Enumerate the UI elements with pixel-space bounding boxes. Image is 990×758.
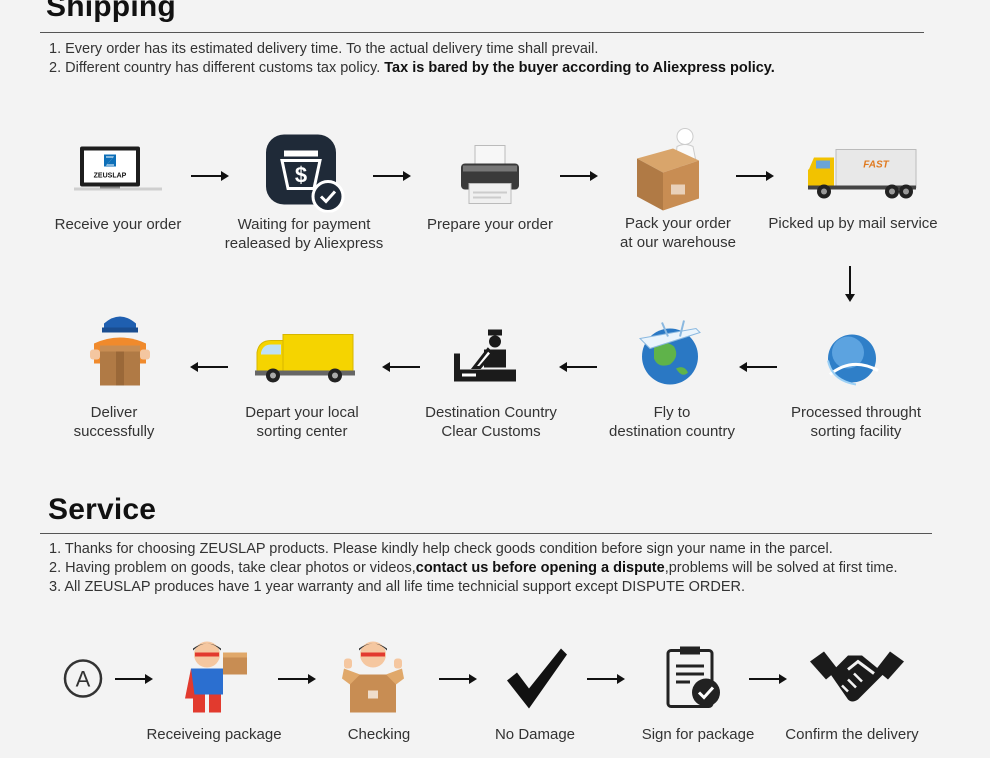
flow-arrow-down — [845, 266, 855, 302]
monitor-icon: ZEUSLAP — [74, 145, 162, 202]
step-receive-order: Receive your order — [54, 216, 182, 233]
step-receiving-package: Receiveing package — [146, 726, 282, 743]
flow-arrow — [190, 362, 228, 372]
printer-icon — [459, 144, 521, 213]
step-picked-up: Picked up by mail service — [768, 215, 938, 232]
shipping-title: Shipping — [46, 0, 176, 23]
airplane-globe-icon — [632, 317, 710, 396]
truck-icon: FAST — [806, 148, 920, 207]
courier-icon — [88, 310, 152, 395]
step-confirm-delivery: Confirm the delivery — [785, 726, 919, 743]
flow-arrow — [191, 171, 229, 181]
service-note-2: 2. Having problem on goods, take clear p… — [49, 560, 898, 576]
service-divider — [40, 533, 932, 534]
globe-sorting-icon — [820, 331, 882, 394]
customs-icon — [452, 328, 520, 393]
checkmark-icon — [505, 647, 569, 718]
clipboard-check-icon — [664, 645, 722, 716]
service-note-3: 3. All ZEUSLAP produces have 1 year warr… — [49, 579, 746, 595]
service-note-1: 1. Thanks for choosing ZEUSLAP products.… — [49, 541, 833, 557]
dispute-emphasis: contact us before opening a dispute — [415, 560, 665, 576]
handshake-icon — [808, 644, 906, 713]
step-checking: Checking — [347, 726, 411, 743]
checking-man-icon — [340, 639, 406, 722]
flow-arrow — [373, 171, 411, 181]
step-no-damage: No Damage — [494, 726, 576, 743]
flow-arrow — [278, 674, 316, 684]
shipping-divider — [40, 32, 924, 33]
flow-arrow — [559, 362, 597, 372]
van-icon — [253, 331, 357, 390]
svg-text:FAST: FAST — [863, 160, 889, 171]
payment-icon: $ — [264, 133, 348, 218]
step-sign-package: Sign for package — [641, 726, 755, 743]
flow-arrow — [736, 171, 774, 181]
flow-arrow — [587, 674, 625, 684]
svg-text:A: A — [76, 667, 91, 692]
package-icon — [633, 127, 707, 218]
flow-arrow — [115, 674, 153, 684]
flow-arrow — [382, 362, 420, 372]
step-prepare-order: Prepare your order — [427, 216, 553, 233]
flow-arrow — [749, 674, 787, 684]
receiving-man-icon — [183, 639, 253, 722]
shipping-note-2: 2. Different country has different custo… — [49, 60, 775, 76]
flow-arrow — [739, 362, 777, 372]
shipping-note-1: 1. Every order has its estimated deliver… — [49, 41, 599, 57]
tax-policy-emphasis: Tax is bared by the buyer according to A… — [384, 60, 775, 76]
service-title: Service — [48, 493, 157, 526]
flow-arrow — [560, 171, 598, 181]
svg-text:ZEUSLAP: ZEUSLAP — [94, 173, 127, 180]
start-a-icon: A — [62, 658, 104, 705]
flow-arrow — [439, 674, 477, 684]
svg-text:$: $ — [295, 163, 307, 188]
